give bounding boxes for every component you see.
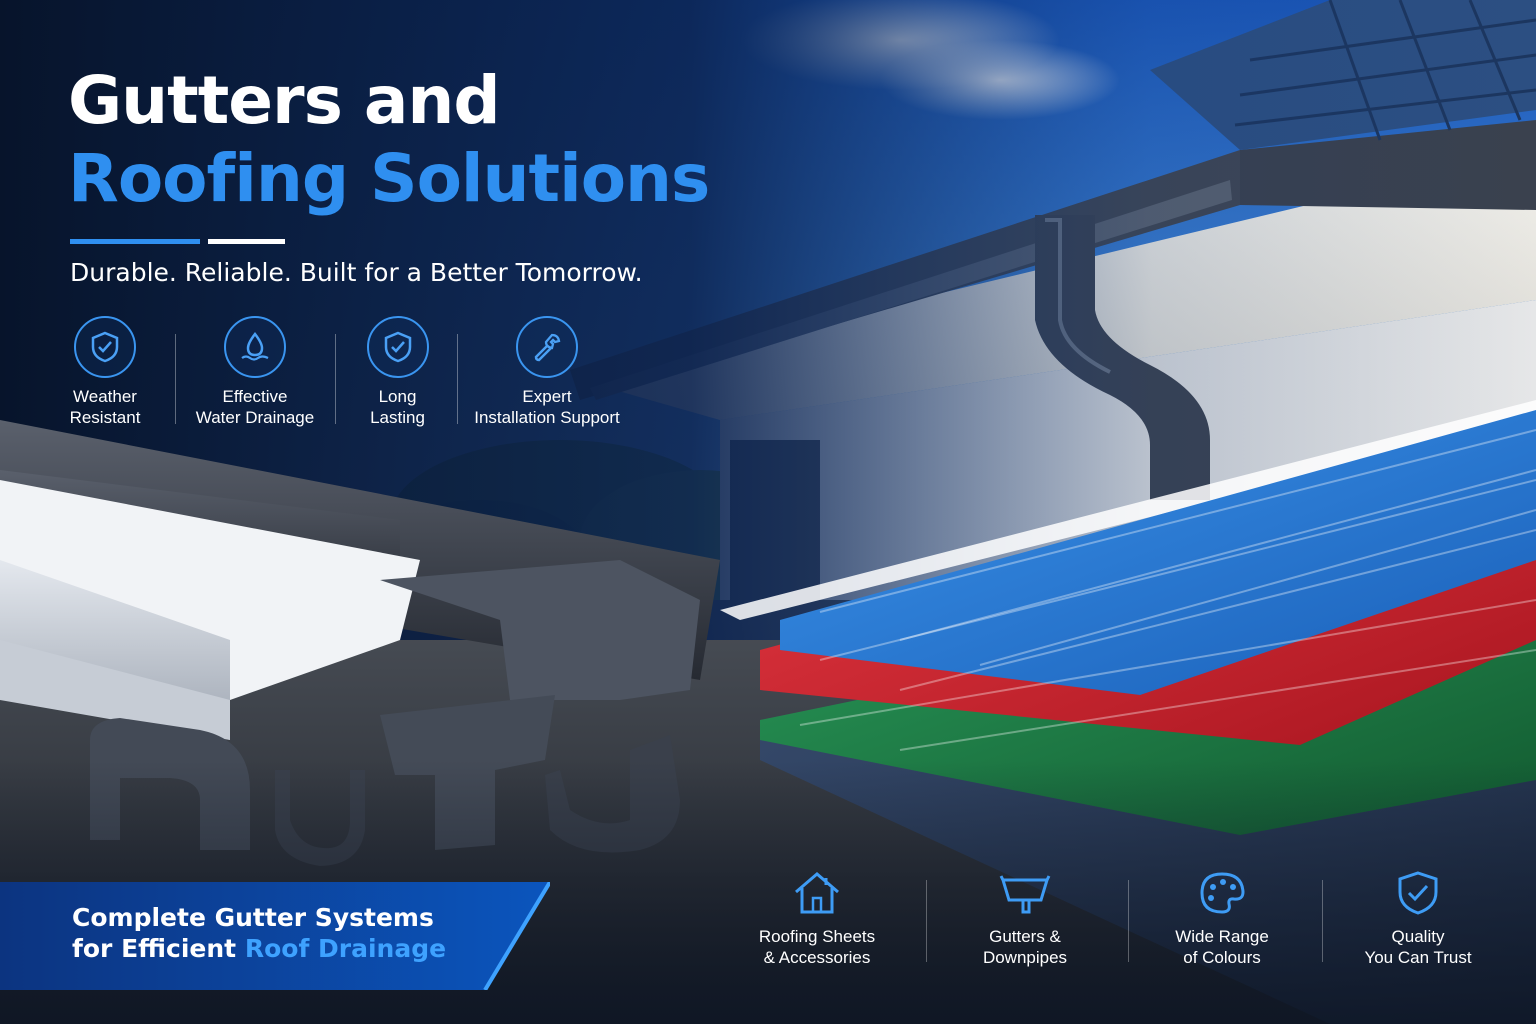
feature-weather-resistant: Weather Resistant [40,316,170,428]
feature-roofing-sheets: Roofing Sheets & Accessories [742,870,892,968]
feature-label-line2: Installation Support [474,408,620,427]
banner-line-2-accent: Roof Drainage [244,934,447,963]
feature-label-line2: Water Drainage [195,408,315,427]
feature-long-lasting: Long Lasting [345,316,450,428]
feature-label-line1: Quality [1391,927,1445,946]
title-line-1: Gutters and [68,62,501,139]
feature-divider [457,334,458,424]
feature-water-drainage: Effective Water Drainage [185,316,325,428]
palette-icon [1200,872,1245,914]
feature-label-line1: Roofing Sheets [758,927,876,946]
feature-label-line1: Wide Range [1175,927,1269,946]
gutter-icon [999,875,1051,914]
feature-label-line2: Downpipes [982,948,1068,967]
feature-divider [1128,880,1129,962]
title-underline [70,239,285,244]
tagline: Durable. Reliable. Built for a Better To… [70,258,643,287]
house-icon [795,872,839,914]
feature-quality: Quality You Can Trust [1350,870,1486,968]
feature-label-line2: You Can Trust [1364,948,1472,967]
banner-text: Complete Gutter Systems for Efficient Ro… [72,902,446,964]
banner-line-2-prefix: for Efficient [72,934,245,963]
feature-label-line1: Long [378,387,417,406]
feature-label-line1: Gutters & [989,927,1061,946]
feature-installation-support: Expert Installation Support [462,316,632,428]
feature-divider [175,334,176,424]
feature-divider [1322,880,1323,962]
shield-check-icon [74,316,136,378]
feature-wide-range-colours: Wide Range of Colours [1152,870,1292,968]
shield-check-icon [1398,871,1438,915]
feature-label-line2: Lasting [370,408,425,427]
water-drop-icon [224,316,286,378]
feature-divider [335,334,336,424]
feature-divider [926,880,927,962]
feature-label-line1: Weather [73,387,137,406]
title-line-2: Roofing Solutions [68,140,710,217]
banner-line-1: Complete Gutter Systems [72,903,434,932]
feature-gutters-downpipes: Gutters & Downpipes [955,870,1095,968]
feature-label-line1: Effective [222,387,288,406]
banner-panel [0,882,550,990]
feature-label-line2: Resistant [69,408,141,427]
feature-label-line2: & Accessories [763,948,871,967]
feature-label-line1: Expert [522,387,572,406]
page-title: Gutters and Roofing Solutions [68,62,710,218]
wrench-icon [516,316,578,378]
shield-check-icon [366,316,429,378]
feature-label-line2: of Colours [1183,948,1261,967]
